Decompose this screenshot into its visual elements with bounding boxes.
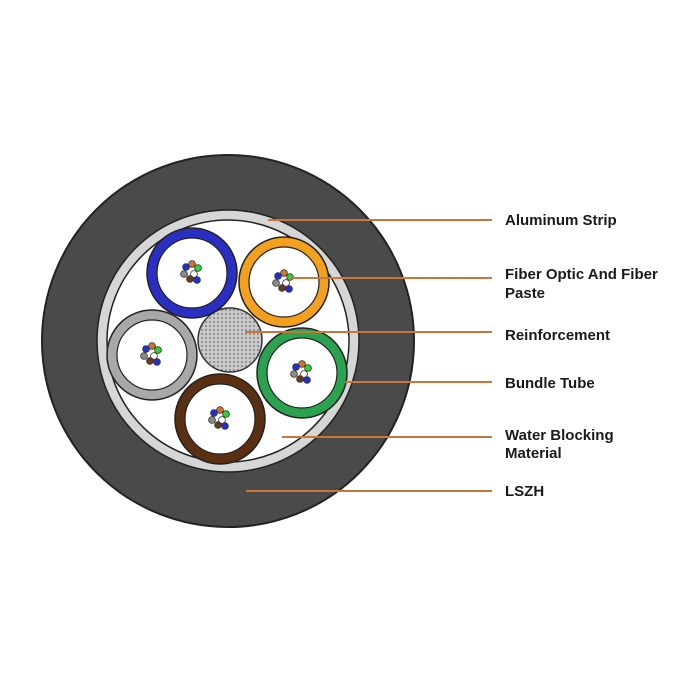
optical-fiber bbox=[182, 263, 190, 271]
optical-fiber bbox=[272, 279, 280, 287]
optical-fiber bbox=[296, 375, 304, 383]
blue-tube bbox=[146, 227, 238, 319]
optical-fiber bbox=[190, 270, 198, 278]
brown-tube bbox=[174, 373, 266, 465]
optical-fiber bbox=[216, 406, 224, 414]
optical-fiber bbox=[292, 363, 300, 371]
optical-fiber bbox=[303, 376, 311, 384]
optical-fiber bbox=[150, 352, 158, 360]
green-tube bbox=[256, 327, 348, 419]
optical-fiber bbox=[300, 370, 308, 378]
optical-fiber bbox=[154, 346, 162, 354]
leader-lines bbox=[245, 219, 492, 492]
reinforcement-member bbox=[197, 307, 263, 373]
optical-fiber bbox=[186, 275, 194, 283]
optical-fiber bbox=[194, 264, 202, 272]
label-water-blocking-line2: Material bbox=[505, 445, 562, 462]
optical-fiber bbox=[304, 364, 312, 372]
optical-fiber bbox=[148, 342, 156, 350]
optical-fiber bbox=[290, 370, 298, 378]
label-aluminum-strip: Aluminum Strip bbox=[505, 212, 617, 229]
bundle-tubes-group bbox=[106, 227, 348, 465]
optical-fiber bbox=[153, 358, 161, 366]
optical-fiber bbox=[142, 345, 150, 353]
optical-fiber bbox=[274, 272, 282, 280]
optical-fiber bbox=[214, 421, 222, 429]
gray-tube bbox=[106, 309, 198, 401]
optical-fiber bbox=[218, 416, 226, 424]
optical-fiber bbox=[193, 276, 201, 284]
optical-fiber bbox=[285, 285, 293, 293]
optical-fiber bbox=[180, 270, 188, 278]
optical-fiber bbox=[140, 352, 148, 360]
label-fiber-optic-line2: Paste bbox=[505, 285, 546, 302]
optical-fiber bbox=[188, 260, 196, 268]
optical-fiber bbox=[222, 410, 230, 418]
label-water-blocking-line1: Water Blocking bbox=[505, 427, 614, 444]
optical-fiber bbox=[221, 422, 229, 430]
optical-fiber bbox=[208, 416, 216, 424]
label-lszh: LSZH bbox=[505, 483, 545, 500]
optical-fiber bbox=[146, 357, 154, 365]
label-fiber-optic-line1: Fiber Optic And Fiber bbox=[505, 266, 658, 283]
label-reinforcement: Reinforcement bbox=[505, 327, 611, 344]
optical-fiber bbox=[280, 269, 288, 277]
optical-fiber bbox=[298, 360, 306, 368]
orange-tube bbox=[238, 236, 330, 328]
optical-fiber bbox=[278, 284, 286, 292]
optical-fiber bbox=[282, 279, 290, 287]
label-bundle-tube: Bundle Tube bbox=[505, 375, 595, 392]
optical-fiber bbox=[210, 409, 218, 417]
